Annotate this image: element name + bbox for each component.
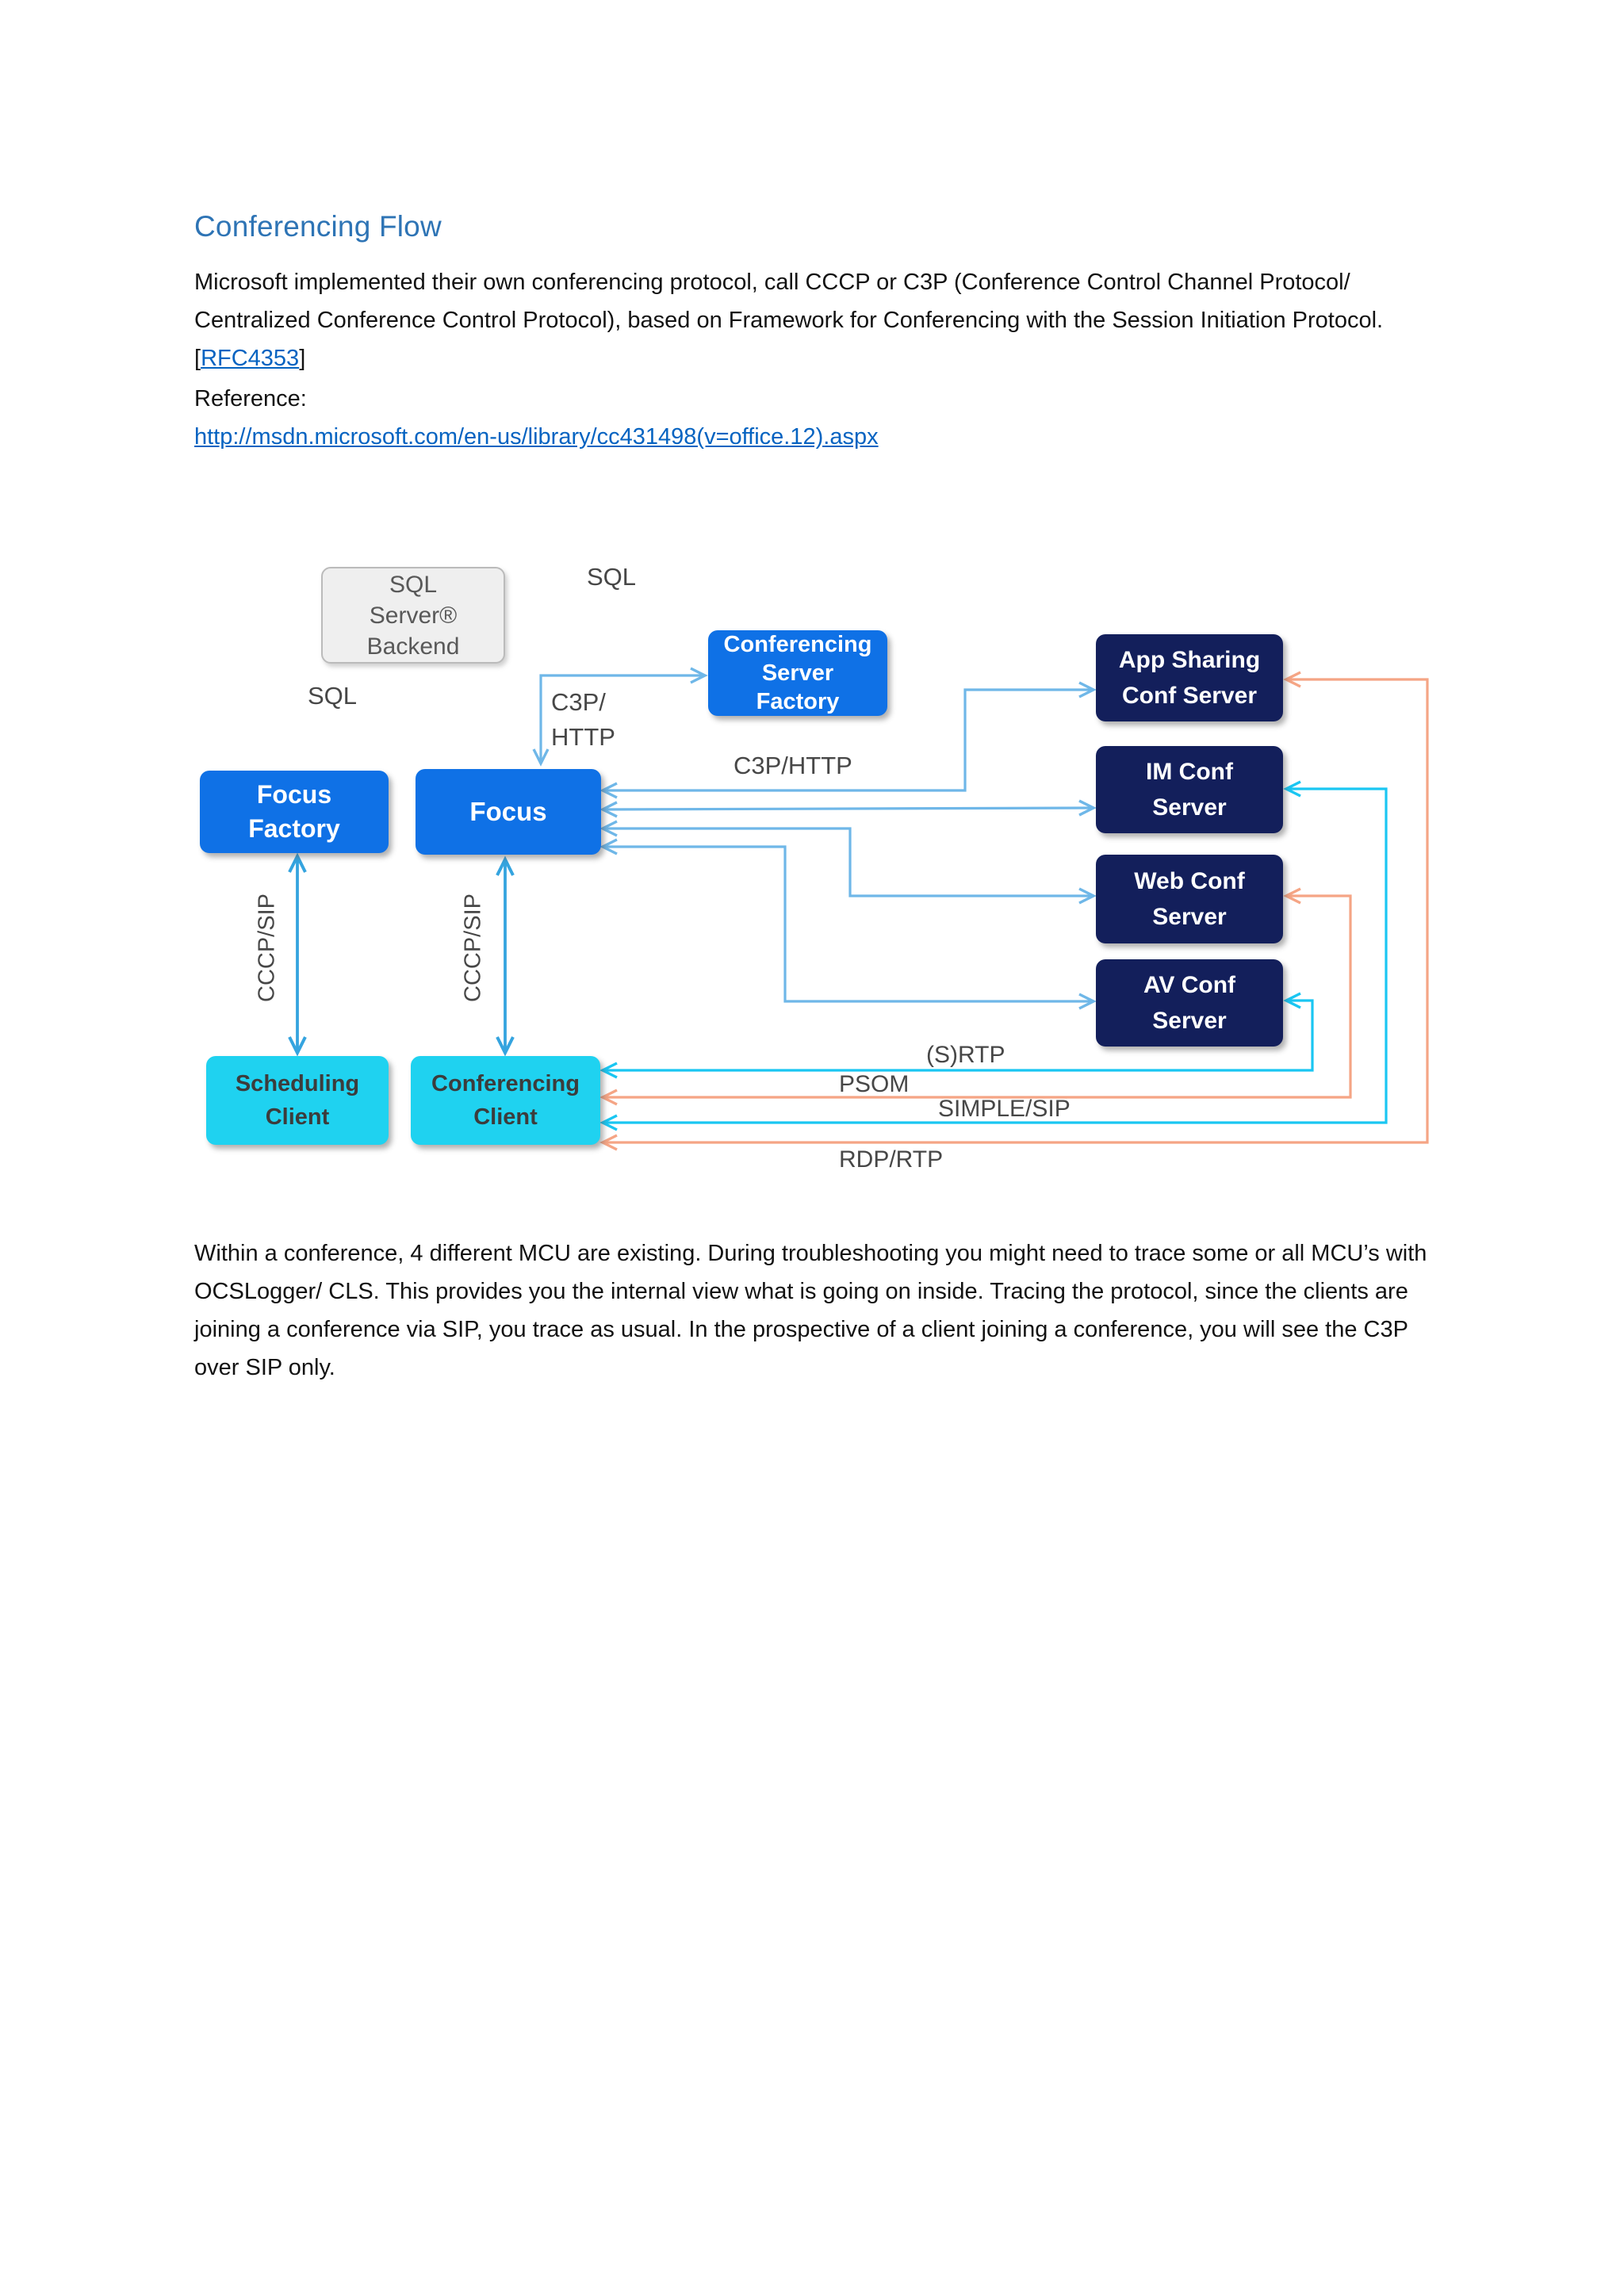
connector-client-imconf-simplesip (599, 780, 1388, 1131)
box-app-sharing-conf-server: App Sharing Conf Server (1096, 634, 1283, 721)
intro-text-after: ] (299, 346, 306, 371)
connector-focus-avconf (599, 838, 1097, 1010)
rfc4353-link[interactable]: RFC4353 (201, 346, 300, 371)
box-im-conf-server: IM Conf Server (1096, 746, 1283, 833)
page-title: Conferencing Flow (194, 209, 442, 243)
box-web-conf-server: Web Conf Server (1096, 855, 1283, 943)
connector-focus-imconf (599, 799, 1097, 818)
reference-label: Reference: (194, 386, 307, 411)
label-c3p-http-vertical: C3P/ HTTP (551, 688, 615, 751)
label-cccp-sip-left: CCCP/SIP (254, 894, 280, 1002)
label-cccp-sip-right: CCCP/SIP (460, 894, 486, 1002)
box-focus-factory: Focus Factory (200, 771, 389, 853)
intro-paragraph: Microsoft implemented their own conferen… (194, 263, 1443, 377)
box-sql-server-backend: SQL Server® Backend (321, 567, 505, 664)
box-focus: Focus (416, 769, 601, 855)
intro-text-before: Microsoft implemented their own conferen… (194, 270, 1384, 371)
outro-paragraph: Within a conference, 4 different MCU are… (194, 1241, 1427, 1380)
label-sql-left: SQL (308, 682, 358, 710)
reference-url-link[interactable]: http://msdn.microsoft.com/en-us/library/… (194, 424, 879, 450)
label-psom: PSOM (839, 1071, 910, 1097)
label-simple-sip: SIMPLE/SIP (938, 1096, 1071, 1122)
label-rdp-rtp: RDP/RTP (839, 1146, 944, 1173)
box-conferencing-client: Conferencing Client (411, 1056, 600, 1145)
label-srtp: (S)RTP (926, 1042, 1005, 1068)
connector-client-appsharing-rdprtp (599, 671, 1429, 1151)
connector-focus-webconf (599, 820, 1097, 905)
label-sql-top: SQL (587, 563, 637, 591)
box-scheduling-client: Scheduling Client (206, 1056, 389, 1145)
box-conferencing-server-factory: Conferencing Server Factory (708, 630, 887, 716)
label-c3p-http: C3P/HTTP (733, 752, 852, 779)
box-av-conf-server: AV Conf Server (1096, 959, 1283, 1047)
